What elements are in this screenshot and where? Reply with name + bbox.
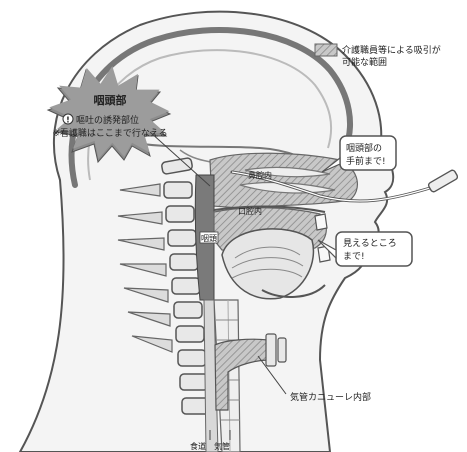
callout-nasal-line2: 手前まで! <box>346 155 386 167</box>
nasal-cavity-label: 鼻腔内 <box>248 170 272 180</box>
callout-nasal-line1: 咽頭部の <box>346 142 382 154</box>
pharynx-label: 咽頭 <box>201 234 217 243</box>
warning-icon: ! <box>66 116 70 125</box>
burst-title: 咽頭部 <box>94 93 127 107</box>
esophagus-label: 食道 <box>190 441 206 451</box>
oral-cavity-label: 口腔内 <box>238 206 262 216</box>
burst-note: ※看護職はここまで行なえる <box>52 127 167 139</box>
tube-connector <box>428 169 459 193</box>
legend-text-1: 介護職員等による吸引が <box>342 44 441 56</box>
tracheostomy-label: 気管カニューレ内部 <box>290 391 371 403</box>
callout-oral-line1: 見えるところ <box>343 238 397 249</box>
burst-warning-text: 嘔吐の誘発部位 <box>76 114 139 126</box>
legend-text-2: 可能な範囲 <box>342 56 387 68</box>
trachea-label: 気管 <box>214 441 230 451</box>
callout-oral-line2: まで! <box>343 251 365 262</box>
